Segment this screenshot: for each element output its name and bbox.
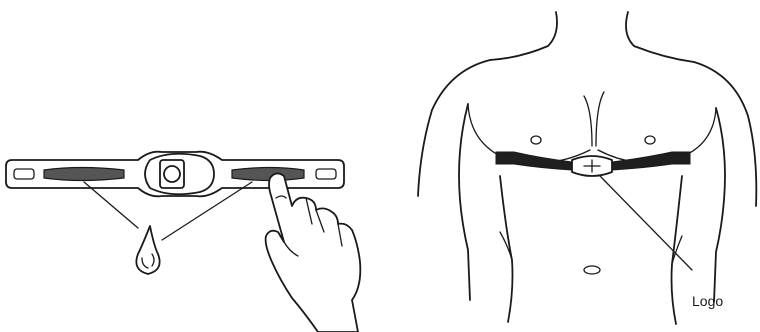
electrode-left: [43, 166, 125, 182]
pointing-hand-icon: [264, 172, 362, 332]
leader-line-left-electrode: [83, 181, 139, 229]
water-drop-icon: [135, 225, 161, 275]
navel: [583, 265, 601, 275]
male-torso-icon: [417, 11, 758, 325]
worn-strap-left-band: [495, 151, 573, 171]
nipple-left: [530, 135, 542, 145]
transmitter-square: [159, 159, 185, 189]
worn-strap-right-band: [611, 151, 691, 171]
chest-strap-worn-icon: [495, 151, 691, 177]
strap-end-slot-left: [13, 168, 35, 180]
chest-strap-icon: [5, 150, 345, 198]
logo-leader-line: [599, 175, 693, 271]
logo-label: Logo: [692, 293, 723, 309]
transmitter-button: [163, 165, 181, 183]
electrode-right: [231, 166, 305, 182]
nipple-right: [644, 135, 656, 145]
strap-end-slot-right: [315, 168, 337, 180]
leader-line-right-electrode: [161, 181, 253, 241]
